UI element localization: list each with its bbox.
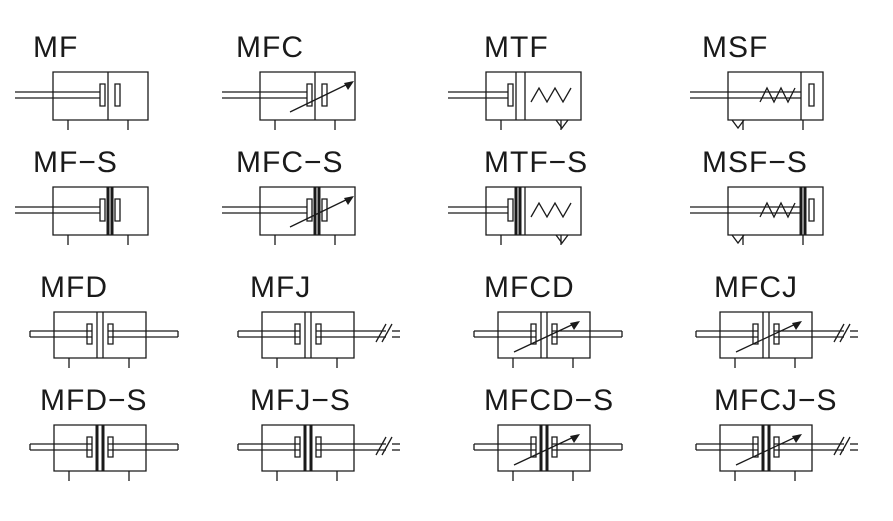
- symbol-label: MFCD: [484, 271, 575, 304]
- cylinder-symbol-single-rod-spring-extend-cushioned: [690, 185, 870, 255]
- symbol-label: MF: [33, 31, 79, 64]
- symbol-label: MFJ: [250, 271, 312, 304]
- cylinder-symbol-double-rod-adjustable-broken-cushioned: [696, 425, 876, 495]
- cylinder-symbol-single-rod-spring-return-cushioned: [448, 185, 628, 255]
- symbol-label: MFC: [236, 31, 304, 64]
- cylinder-symbol-single-rod-spring-extend: [690, 70, 870, 140]
- cylinder-symbol-double-rod-adjustable-broken: [696, 312, 876, 382]
- symbol-label: MTF: [484, 31, 549, 64]
- symbol-label: MSF−S: [702, 146, 808, 179]
- symbol-label: MFJ−S: [250, 384, 351, 417]
- symbol-label: MSF: [702, 31, 769, 64]
- cylinder-symbol-single-rod-adjustable: [222, 70, 402, 140]
- cylinder-symbol-double-rod-adjustable: [474, 312, 654, 382]
- cylinder-symbol-double-rod-cushioned: [30, 425, 210, 495]
- cylinder-symbol-double-rod-adjustable-cushioned: [474, 425, 654, 495]
- symbol-label: MFD: [40, 271, 108, 304]
- cylinder-symbol-single-rod-adjustable-cushioned: [222, 185, 402, 255]
- cylinder-symbol-single-rod: [15, 70, 195, 140]
- cylinder-symbol-double-rod-broken-cushioned: [238, 425, 418, 495]
- cylinder-symbol-double-rod-broken: [238, 312, 418, 382]
- cylinder-symbol-single-rod-spring-return: [448, 70, 628, 140]
- symbol-label: MFC−S: [236, 146, 344, 179]
- symbol-label: MF−S: [33, 146, 118, 179]
- cylinder-symbol-double-rod: [30, 312, 210, 382]
- cylinder-symbol-single-rod-cushioned: [15, 185, 195, 255]
- symbol-label: MFD−S: [40, 384, 148, 417]
- symbol-label: MFCD−S: [484, 384, 615, 417]
- symbol-label: MTF−S: [484, 146, 589, 179]
- symbol-label: MFCJ: [714, 271, 798, 304]
- symbol-label: MFCJ−S: [714, 384, 838, 417]
